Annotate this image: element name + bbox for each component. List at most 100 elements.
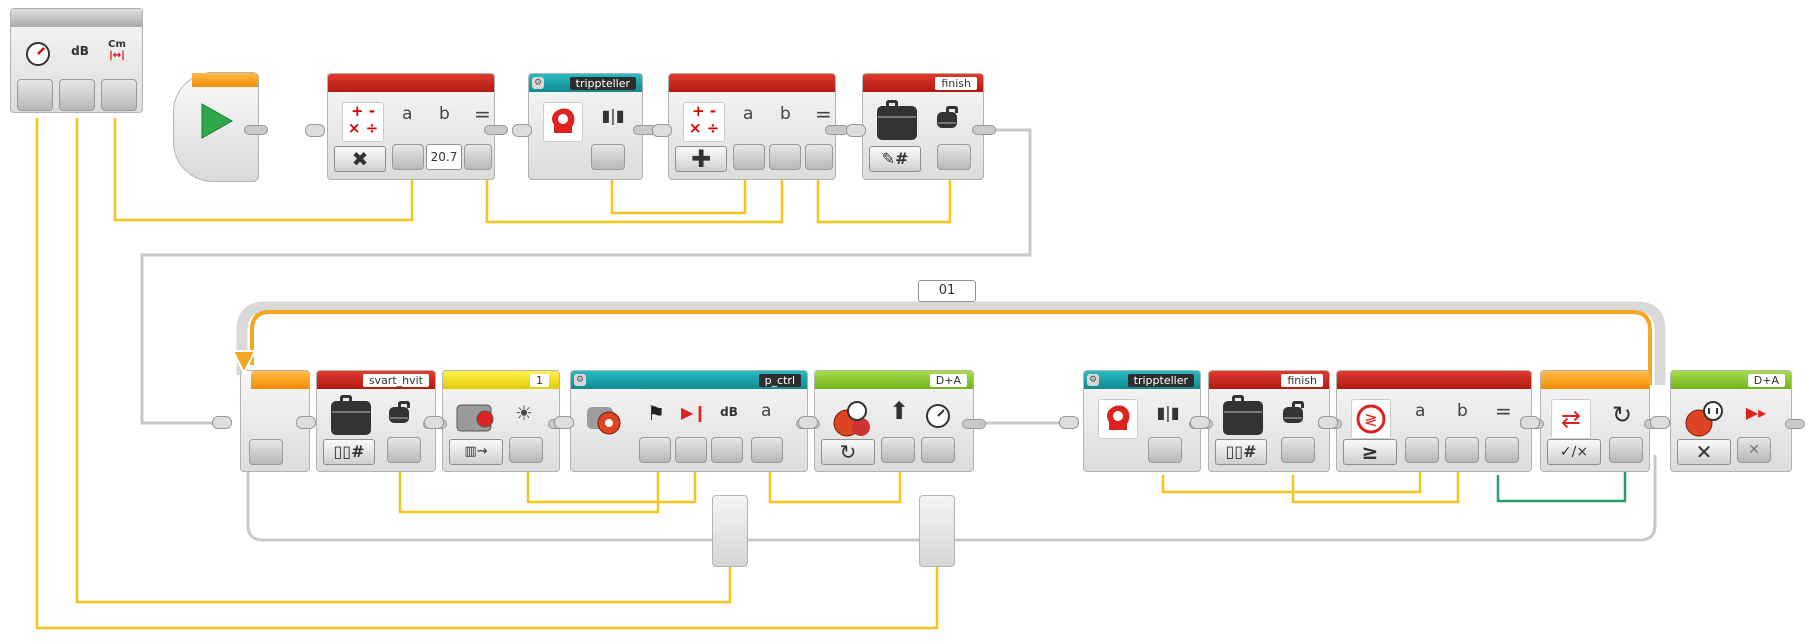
sequence-in-port[interactable] xyxy=(296,416,316,429)
sequence-in-port[interactable] xyxy=(1059,416,1079,429)
briefcase-small-icon xyxy=(937,106,958,128)
color-sensor-block[interactable]: 1 ☀ ▥⇝ xyxy=(442,370,560,472)
sequence-out-connector[interactable] xyxy=(972,125,996,135)
data-wire xyxy=(398,465,660,514)
power-input-plug[interactable] xyxy=(921,437,955,463)
variable-block-finish[interactable]: finish ▯▯# xyxy=(1208,370,1330,472)
result-label: = xyxy=(474,102,491,126)
math-block[interactable]: + - × ÷ a b = ✖ 20.7 xyxy=(327,73,495,180)
data-wire xyxy=(1161,470,1422,494)
mode-selector-multiply[interactable]: ✖ xyxy=(334,146,386,172)
sensor-output-plug[interactable] xyxy=(59,79,95,111)
sequence-in-port[interactable] xyxy=(424,416,444,429)
gear-icon: ⚙ xyxy=(1087,374,1099,386)
sequence-out-connector[interactable] xyxy=(484,125,508,135)
fast-forward-icon: ▶▸ xyxy=(1745,403,1767,422)
input-plug[interactable] xyxy=(675,437,707,463)
my-block-p-ctrl[interactable]: ⚙ p_ctrl ⚑ ▶❙ dB a xyxy=(570,370,808,472)
mode-selector-write-numeric[interactable]: ✎# xyxy=(869,146,921,172)
value-output-plug[interactable] xyxy=(1281,437,1315,463)
sequence-in-port[interactable] xyxy=(798,416,818,429)
sensor-output-plug[interactable] xyxy=(101,79,137,111)
sequence-in-port[interactable] xyxy=(1318,416,1338,429)
math-block-header xyxy=(328,74,494,92)
result-output-plug[interactable] xyxy=(464,144,492,170)
result-label: = xyxy=(815,102,832,126)
mode-selector-read-numeric[interactable]: ▯▯# xyxy=(1215,439,1267,465)
value-output-plug[interactable] xyxy=(387,437,421,463)
my-block-trippteller[interactable]: ⚙ trippteller ▮|▮ xyxy=(528,73,643,180)
compare-block-header xyxy=(1337,371,1531,389)
sound-sensor-icon: dB xyxy=(720,405,738,419)
data-wire xyxy=(816,150,952,224)
large-motor-block[interactable]: D+A ▶▸ ✕ ✕ xyxy=(1670,370,1792,472)
input-b-field[interactable]: 20.7 xyxy=(426,144,462,170)
briefcase-icon xyxy=(1223,395,1263,435)
sensor-value-plug[interactable] xyxy=(509,437,543,463)
loop-logic-icon: ⇄ xyxy=(1551,399,1591,439)
wire-junction[interactable] xyxy=(712,495,748,567)
brake-input-plug[interactable]: ✕ xyxy=(1737,437,1771,463)
sequence-in-port[interactable] xyxy=(846,124,866,137)
mode-numeric-label: # xyxy=(895,149,909,168)
input-a-plug[interactable] xyxy=(392,144,424,170)
mode-selector-greater-equal[interactable]: ≥ xyxy=(1343,439,1397,465)
sequence-in-port[interactable] xyxy=(1520,416,1540,429)
input-b-label: b xyxy=(439,104,450,124)
mode-selector-add[interactable]: ✚ xyxy=(675,146,727,172)
variable-block-svart-hvit[interactable]: svart_hvit ▯▯# xyxy=(316,370,436,472)
sensor-block[interactable]: dB Cm|↔| xyxy=(10,8,143,113)
sequence-out-connector[interactable] xyxy=(1785,419,1805,429)
sequence-in-port[interactable] xyxy=(1650,416,1670,429)
input-a-plug[interactable] xyxy=(733,144,765,170)
move-steering-block[interactable]: D+A ⬆ ↻ xyxy=(814,370,974,472)
output-plug[interactable] xyxy=(1148,437,1182,463)
play-icon xyxy=(196,101,236,141)
loop-end-condition[interactable]: ⇄ ↻ ✓∕× xyxy=(1540,370,1650,472)
input-plug[interactable] xyxy=(711,437,743,463)
sequence-out-connector[interactable] xyxy=(962,419,986,429)
output-plug[interactable] xyxy=(591,144,625,170)
compare-icon: ≷ xyxy=(1351,399,1391,439)
loop-start[interactable] xyxy=(231,350,310,472)
color-sensor-icon xyxy=(455,399,499,439)
data-wire xyxy=(113,118,414,222)
value-input-plug[interactable] xyxy=(937,144,971,170)
mode-selector-read-numeric[interactable]: ▯▯# xyxy=(323,439,375,465)
mode-selector-on[interactable]: ↻ xyxy=(821,439,875,465)
compare-block[interactable]: ≷ a b = ≥ xyxy=(1336,370,1532,472)
variable-block-finish[interactable]: finish ✎# xyxy=(862,73,984,180)
result-output-plug[interactable] xyxy=(805,144,833,170)
mode-selector-compare-reflected[interactable]: ▥⇝ xyxy=(449,439,503,465)
loop-index-plug[interactable] xyxy=(249,439,283,465)
data-wire xyxy=(610,150,747,215)
loop-name-field[interactable]: 01 xyxy=(918,280,976,302)
result-output-plug[interactable] xyxy=(1485,437,1519,463)
sequence-out-connector[interactable] xyxy=(244,125,268,135)
loop-frame-wire xyxy=(250,310,1652,385)
my-block-trippteller[interactable]: ⚙ trippteller ▮|▮ xyxy=(1083,370,1201,472)
steering-input-plug[interactable] xyxy=(881,437,915,463)
sequence-in-port[interactable] xyxy=(305,124,325,137)
sequence-in-port[interactable] xyxy=(212,416,232,429)
input-plug[interactable] xyxy=(639,437,671,463)
sequence-in-port[interactable] xyxy=(554,416,574,429)
logic-input-plug[interactable] xyxy=(1609,437,1643,463)
sensor-output-plug[interactable] xyxy=(17,79,53,111)
input-b-plug[interactable] xyxy=(769,144,801,170)
input-a-plug[interactable] xyxy=(1405,437,1439,463)
input-output-icon: ▮|▮ xyxy=(601,106,625,125)
mode-selector-off[interactable]: ✕ xyxy=(1677,439,1731,465)
math-block[interactable]: + - × ÷ a b = ✚ xyxy=(668,73,836,180)
sequence-in-port[interactable] xyxy=(512,124,532,137)
mode-selector-logic[interactable]: ✓∕× xyxy=(1547,439,1601,465)
output-plug[interactable] xyxy=(751,437,783,463)
gear-icon: ⚙ xyxy=(532,77,544,89)
sequence-in-port[interactable] xyxy=(1190,416,1210,429)
data-wire xyxy=(526,465,697,504)
speedometer-icon xyxy=(923,401,953,431)
wire-junction[interactable] xyxy=(919,495,955,567)
input-b-plug[interactable] xyxy=(1445,437,1479,463)
sequence-in-port[interactable] xyxy=(652,124,672,137)
